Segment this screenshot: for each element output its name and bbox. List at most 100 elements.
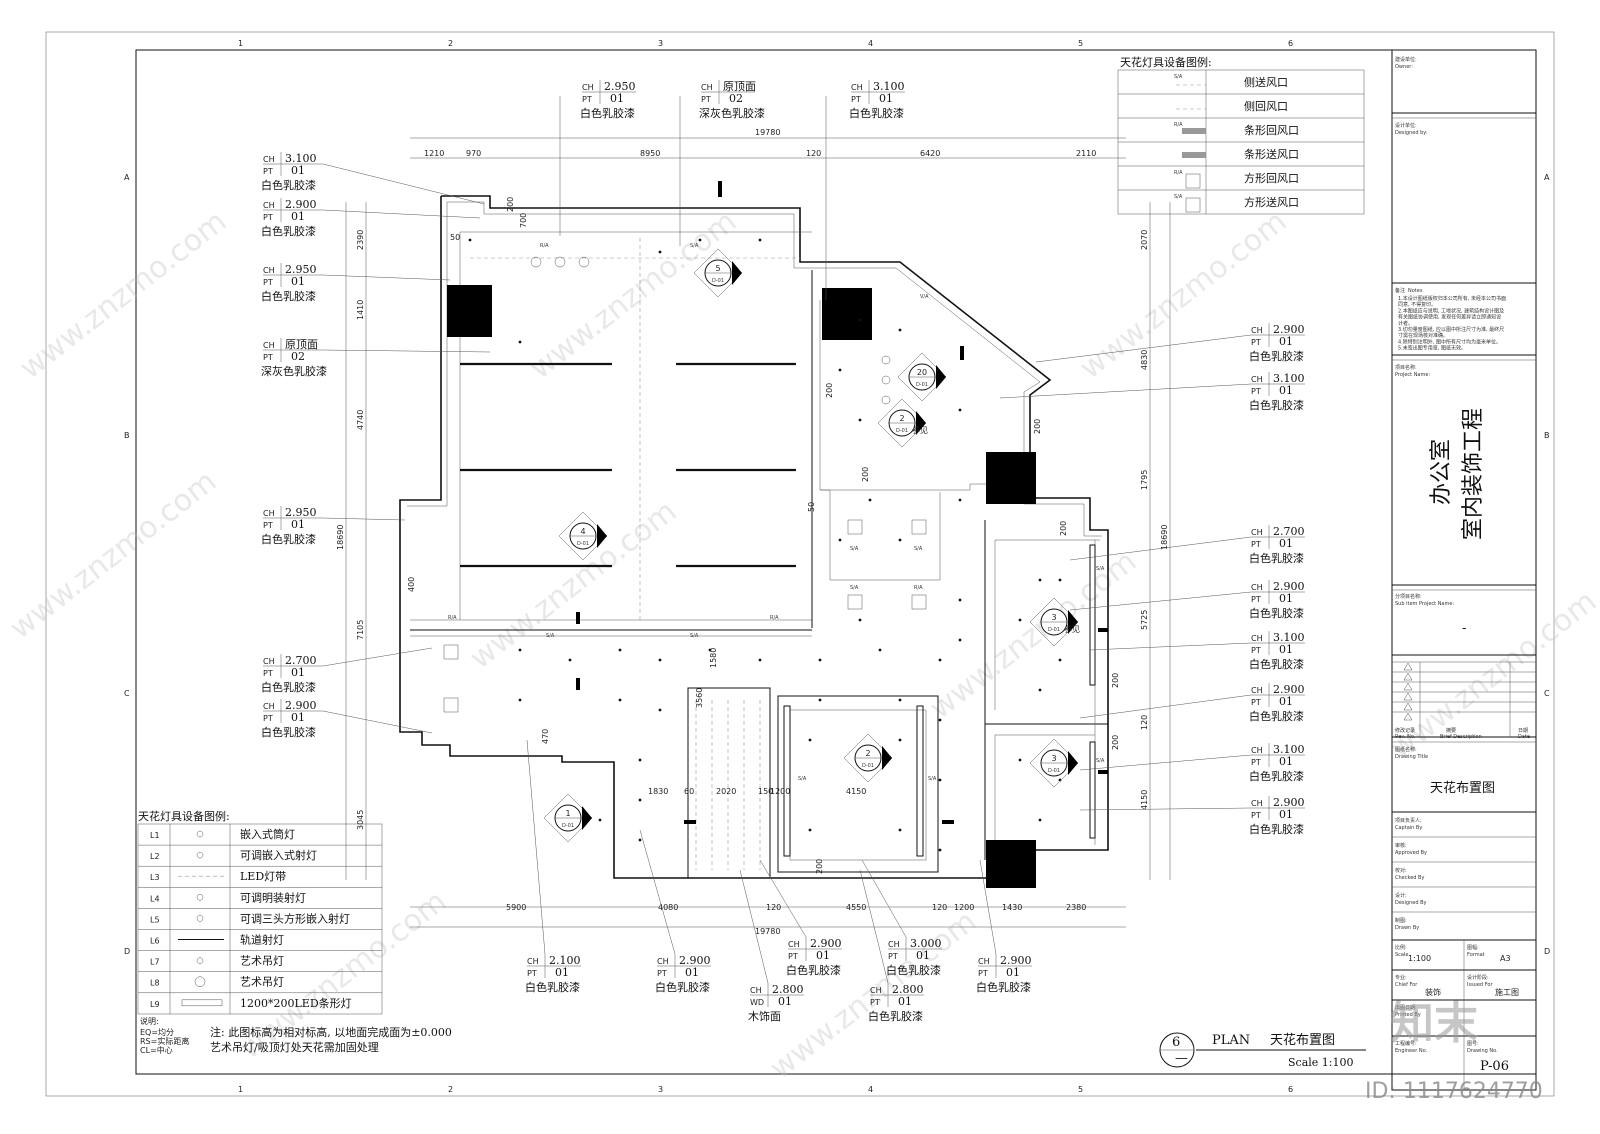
print-label: 出图日期:: [1395, 1004, 1417, 1011]
downlight: [618, 698, 622, 702]
grid-col-2: 2: [448, 39, 453, 48]
tb-note-line: 有关图纸协调使用, 发现任何差异请立即通知设: [1398, 314, 1501, 321]
legend-label: 艺术吊灯: [240, 955, 284, 968]
callout-pt: PT: [1251, 758, 1261, 767]
callout-ch: CH: [1251, 799, 1263, 808]
callout-desc: 白色乳胶漆: [1249, 551, 1304, 565]
callout-leader: [639, 829, 676, 955]
callout-desc: 白色乳胶漆: [976, 980, 1031, 994]
callout-pt-value: 01: [291, 164, 305, 177]
callout-pt: PT: [701, 95, 711, 104]
tag-ref: D-01: [1048, 768, 1060, 774]
callout-pt-value: 01: [879, 92, 893, 105]
legend-symbol: [196, 830, 204, 838]
rev-triangle-icon: [1403, 692, 1413, 701]
downlight: [898, 738, 902, 742]
callout-desc: 白色乳胶漆: [261, 725, 316, 739]
project-label: 项目名称:: [1395, 364, 1417, 371]
legend-label: 侧送风口: [1244, 75, 1288, 89]
downlight: [638, 798, 642, 802]
callout-desc: 白色乳胶漆: [1249, 709, 1304, 723]
drawn-label: 制图:: [1395, 917, 1407, 924]
owner-en: Owner:: [1395, 64, 1413, 70]
drawing-name: 天花布置图: [1270, 1032, 1335, 1048]
callout-ch-value: 原顶面: [723, 80, 756, 93]
dim-inner: 200: [861, 467, 870, 482]
callout-ch-value: 2.900: [1273, 683, 1305, 696]
callout-desc: 白色乳胶漆: [261, 289, 316, 303]
dim-bottom: 5900: [506, 903, 526, 912]
strip-diffuser: [576, 612, 580, 624]
phase-value: 施工图: [1495, 987, 1519, 997]
dim-bottom: 1200: [954, 903, 974, 912]
dim-bottom: 120: [932, 903, 947, 912]
callout-ch: CH: [527, 957, 539, 966]
tag-ref: D-01: [577, 541, 589, 547]
callout-ch-value: 2.950: [604, 80, 636, 93]
floor-plan: R/A S/A S/A R/A S/A S/A R/A S/A S/A R/A …: [399, 181, 1109, 888]
callout-pt: PT: [1251, 811, 1261, 820]
grid-col-4-bottom: 4: [868, 1085, 873, 1094]
tag-arrow: [1068, 751, 1078, 775]
callout-pt-value: 02: [291, 350, 305, 363]
tb-note-line: 同意, 不得复印。: [1398, 301, 1436, 308]
notes-title: 说明:: [140, 1016, 159, 1026]
callout-ch: CH: [750, 986, 762, 995]
callout-pt: PT: [263, 167, 273, 176]
supply-air-mark: S/A: [798, 776, 807, 782]
legend-bottom-frame: [137, 823, 383, 1015]
dim-top-total: 19780: [755, 128, 780, 137]
downlight: [1058, 658, 1062, 662]
brand-logo: 知末: [1390, 998, 1478, 1049]
callout-leader: [759, 859, 807, 938]
callout-pt-value: 01: [291, 711, 305, 724]
art-pendant-light: [881, 375, 891, 385]
dim-bottom: 2380: [1066, 903, 1086, 912]
legend-code: S/A: [1174, 194, 1183, 200]
downlight: [1018, 618, 1022, 622]
dim-top: 6420: [920, 149, 940, 158]
tag-number: 4: [580, 527, 585, 536]
dim-inner: 50: [450, 233, 460, 242]
dim-inner: 200: [1111, 673, 1120, 688]
callout-pt-value: 01: [1279, 755, 1293, 768]
downlight: [758, 238, 762, 242]
tag-ref: D-01: [562, 823, 574, 829]
legend-symbol: [194, 976, 206, 987]
callout-pt-value: 01: [1006, 966, 1020, 979]
strip-diffuser: [576, 678, 580, 690]
approved-en: Approved By: [1395, 850, 1427, 856]
dim-inner: 1830: [648, 787, 668, 796]
callout-ch: CH: [582, 83, 594, 92]
project-en: Project Name:: [1395, 372, 1430, 378]
dim-right: 120: [1140, 715, 1149, 730]
dim-inner: 150: [758, 787, 773, 796]
grid-row-c: C: [124, 689, 130, 698]
art-pendant-light: [554, 256, 566, 268]
callout-ch: CH: [851, 83, 863, 92]
callout-ch-value: 2.900: [1273, 580, 1305, 593]
callout-ch-value: 3.100: [1273, 631, 1305, 644]
structural-column: [822, 288, 872, 340]
grid-row-a-right: A: [1544, 173, 1550, 182]
legend-symbol: [196, 851, 204, 859]
dim-right: 4150: [1140, 790, 1149, 810]
dim-inner: 400: [407, 577, 416, 592]
callout-leader: [317, 517, 406, 521]
callout-ch-value: 2.800: [772, 983, 804, 996]
tag-note: 参见: [1064, 624, 1080, 634]
callout-ch: CH: [263, 702, 275, 711]
legend-symbol: [1185, 197, 1201, 213]
phase-en: Issued For: [1467, 982, 1493, 988]
legend-symbol: [1185, 173, 1201, 189]
legend-code: L5: [150, 915, 160, 924]
title-block: 建设单位: Owner: 设计单位: Designed by: 备注 Notes…: [1391, 49, 1537, 1091]
callout-pt: PT: [263, 669, 273, 678]
callout-pt-value: 01: [610, 92, 624, 105]
wood-ceiling-zone: [687, 687, 771, 879]
